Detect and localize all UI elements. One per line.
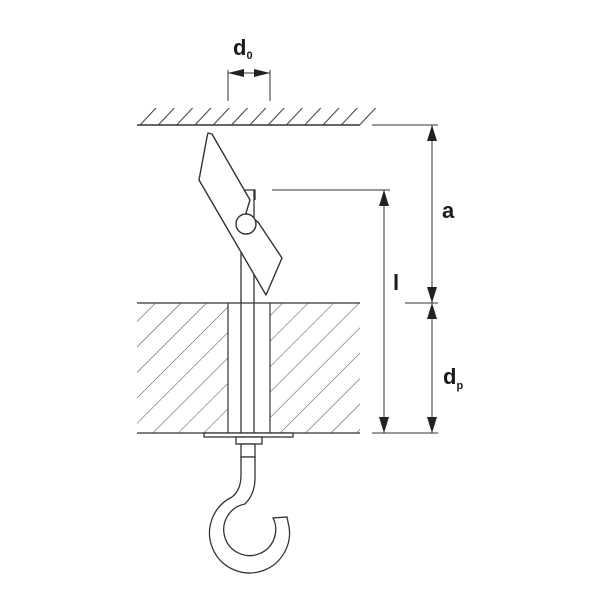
ceiling-hatch-line (359, 107, 376, 126)
label-d0: d0 (233, 35, 253, 62)
nut (235, 436, 263, 445)
ceiling-hatch-line (139, 107, 157, 126)
toggle-wing (198, 132, 283, 296)
panel-board (137, 302, 360, 434)
dimension-l (272, 189, 390, 433)
ceiling-hatch-line (231, 107, 248, 126)
ceiling-hatch-line (322, 107, 340, 126)
label-l: l (393, 270, 399, 295)
hook-icon (208, 456, 291, 574)
label-a: a (442, 198, 455, 223)
ceiling-hatch-line (194, 107, 212, 126)
ceiling-hatch-line (176, 107, 193, 126)
ceiling-surface: /* placeholder */ (137, 107, 376, 126)
ceiling-hatch-line (267, 107, 285, 126)
ceiling-hatch-line (212, 107, 230, 126)
ceiling-hatch-line (157, 107, 175, 126)
label-dp: dp (443, 364, 463, 392)
dimension-a (372, 124, 438, 434)
ceiling-hatch-line (304, 107, 322, 126)
dimension-d0 (227, 69, 271, 101)
ceiling-hatch-line (286, 107, 303, 126)
ceiling-hatch-line (249, 107, 267, 126)
hook-assembly (203, 432, 294, 574)
ceiling-hatch-line (340, 107, 358, 126)
pivot-pin (235, 213, 257, 235)
